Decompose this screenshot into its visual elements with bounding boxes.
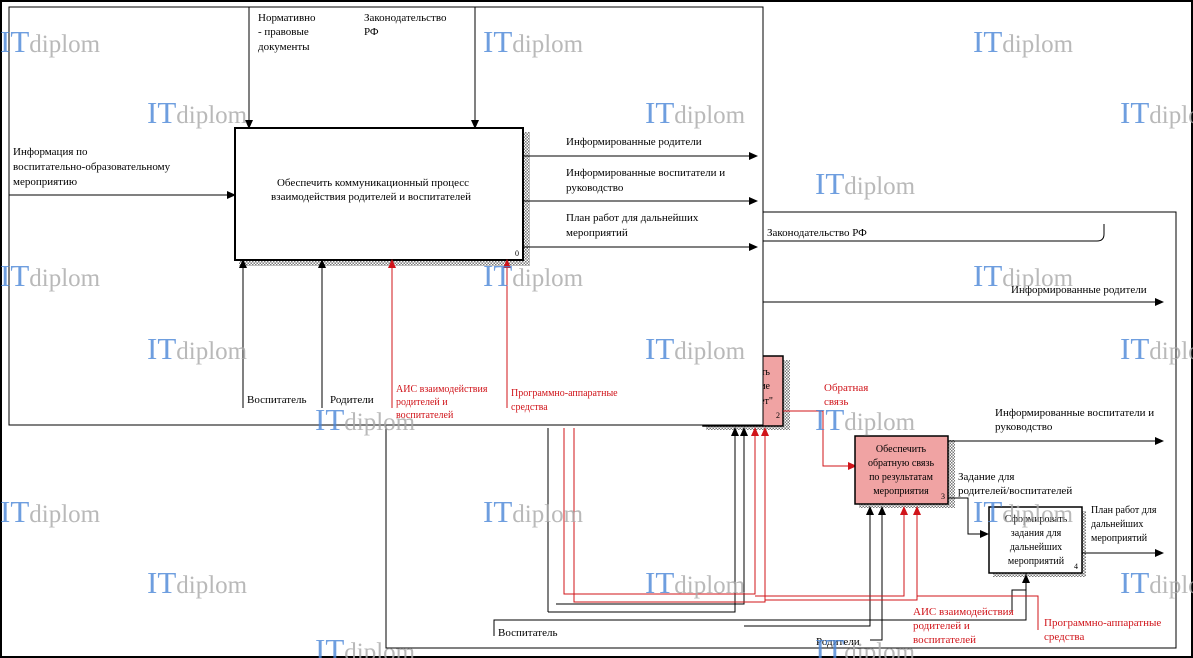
watermark-logo: ITdiplom bbox=[0, 24, 101, 59]
mechanism-parents-label: Родители bbox=[330, 394, 374, 406]
box4-title: мероприятий bbox=[1008, 556, 1065, 567]
box2-fragment: ет" bbox=[760, 396, 773, 407]
decomp-informed-staff-label: руководство bbox=[995, 421, 1053, 433]
main-process-number: 0 bbox=[515, 249, 519, 258]
decomp-ais-label: АИС взаимодействия bbox=[913, 606, 1014, 618]
feedback-label: связь bbox=[824, 396, 848, 408]
watermark-logo: ITdiplom bbox=[1120, 565, 1193, 600]
task-label: Задание для bbox=[958, 471, 1014, 483]
context-diagram: Обеспечить коммуникационный процесс взаи… bbox=[8, 6, 764, 426]
mechanism-hw-label: Программно-аппаратные bbox=[511, 388, 618, 399]
watermark-logo: ITdiplom bbox=[815, 402, 916, 437]
box3-number: 3 bbox=[941, 492, 945, 501]
box3 bbox=[854, 435, 949, 505]
mechanism-hw-label: средства bbox=[511, 402, 548, 413]
watermark-logo: ITdiplom bbox=[0, 494, 101, 529]
mechanism-ais-label: воспитателей bbox=[396, 410, 454, 421]
task-label: родителей/воспитателей bbox=[958, 485, 1072, 497]
decomp-plan-label: План работ для bbox=[1091, 505, 1157, 516]
box3-title: мероприятия bbox=[873, 486, 929, 497]
watermark-logo: ITdiplom bbox=[973, 24, 1074, 59]
watermark-logo: ITdiplom bbox=[483, 494, 584, 529]
control-legislation-label: Законодательство bbox=[364, 12, 447, 24]
output-informed-staff-label: руководство bbox=[566, 182, 624, 194]
decomp-educator-label: Воспитатель bbox=[498, 627, 558, 639]
control-normative-label: - правовые bbox=[258, 26, 309, 38]
control-normative-label: Нормативно bbox=[258, 12, 316, 24]
box4-title: дальнейших bbox=[1010, 542, 1062, 553]
watermark-logo: ITdiplom bbox=[315, 632, 416, 658]
watermark-logo: ITdiplom bbox=[645, 95, 746, 130]
watermark-logo: ITdiplom bbox=[645, 331, 746, 366]
main-process-title: Обеспечить коммуникационный процесс bbox=[277, 177, 469, 189]
box2-number: 2 bbox=[776, 411, 780, 420]
mechanism-educator-label: Воспитатель bbox=[247, 394, 307, 406]
input-info-label: Информация по bbox=[13, 146, 88, 158]
watermark-logo: ITdiplom bbox=[147, 95, 248, 130]
task-arrow bbox=[948, 497, 989, 538]
watermark-logo: ITdiplom bbox=[973, 258, 1074, 293]
input-info-label: воспитательно-образовательному bbox=[13, 161, 171, 173]
red-mechanism-lines bbox=[563, 428, 1039, 630]
watermark-logo: ITdiplom bbox=[1120, 331, 1193, 366]
box4-title: Сформировать bbox=[1005, 514, 1068, 525]
output-plan-label: мероприятий bbox=[566, 227, 628, 239]
decomp-plan-label: мероприятий bbox=[1091, 533, 1148, 544]
decomp-legislation-label: Законодательство РФ bbox=[767, 227, 867, 239]
feedback-label: Обратная bbox=[824, 382, 868, 394]
watermark-logo: ITdiplom bbox=[0, 258, 101, 293]
mechanism-ais-label: АИС взаимодействия bbox=[396, 384, 488, 395]
output-plan-label: План работ для дальнейших bbox=[566, 212, 699, 224]
decomp-parents-label: Родители bbox=[816, 636, 860, 648]
decomp-hw-label: средства bbox=[1044, 631, 1084, 643]
watermark-logo: ITdiplom bbox=[483, 258, 584, 293]
main-process-title: взаимодействия родителей и воспитателей bbox=[271, 191, 471, 203]
watermark-logo: ITdiplom bbox=[815, 166, 916, 201]
output-informed-parents-label: Информированные родители bbox=[566, 136, 702, 148]
watermark-logo: ITdiplom bbox=[147, 565, 248, 600]
watermark-logo: ITdiplom bbox=[483, 24, 584, 59]
watermark-logo: ITdiplom bbox=[973, 494, 1074, 529]
box2-fragment: ть bbox=[761, 367, 770, 378]
box3-title: по результатам bbox=[869, 472, 933, 483]
control-normative-label: документы bbox=[258, 41, 310, 53]
box3-title: обратную связь bbox=[868, 458, 935, 469]
decomp-ais-label: родителей и bbox=[913, 620, 970, 632]
decomp-hw-label: Программно-аппаратные bbox=[1044, 617, 1161, 629]
box4-title: задания для bbox=[1011, 528, 1062, 539]
output-informed-staff-label: Информированные воспитатели и bbox=[566, 167, 725, 179]
watermark-logo: ITdiplom bbox=[315, 402, 416, 437]
watermark-logo: ITdiplom bbox=[1120, 95, 1193, 130]
box4 bbox=[988, 506, 1083, 574]
decomp-ais-label: воспитателей bbox=[913, 634, 976, 646]
box4-number: 4 bbox=[1074, 562, 1078, 571]
decomp-legislation-line bbox=[762, 224, 1105, 242]
watermark-logo: ITdiplom bbox=[147, 331, 248, 366]
mechanism-ais-label: родителей и bbox=[396, 397, 448, 408]
watermark-logo: ITdiplom bbox=[645, 565, 746, 600]
decomp-plan-label: дальнейших bbox=[1091, 519, 1143, 530]
watermark-logo: ITdiplom bbox=[815, 632, 916, 658]
feedback-arrow bbox=[783, 410, 857, 470]
decomp-informed-parents-label: Информированные родители bbox=[1011, 284, 1147, 296]
input-info-label: мероприятию bbox=[13, 176, 77, 188]
decomp-informed-staff-label: Информированные воспитатели и bbox=[995, 407, 1154, 419]
box3-title: Обеспечить bbox=[876, 444, 927, 455]
main-process-box bbox=[234, 127, 524, 261]
control-legislation-label: РФ bbox=[364, 26, 379, 38]
